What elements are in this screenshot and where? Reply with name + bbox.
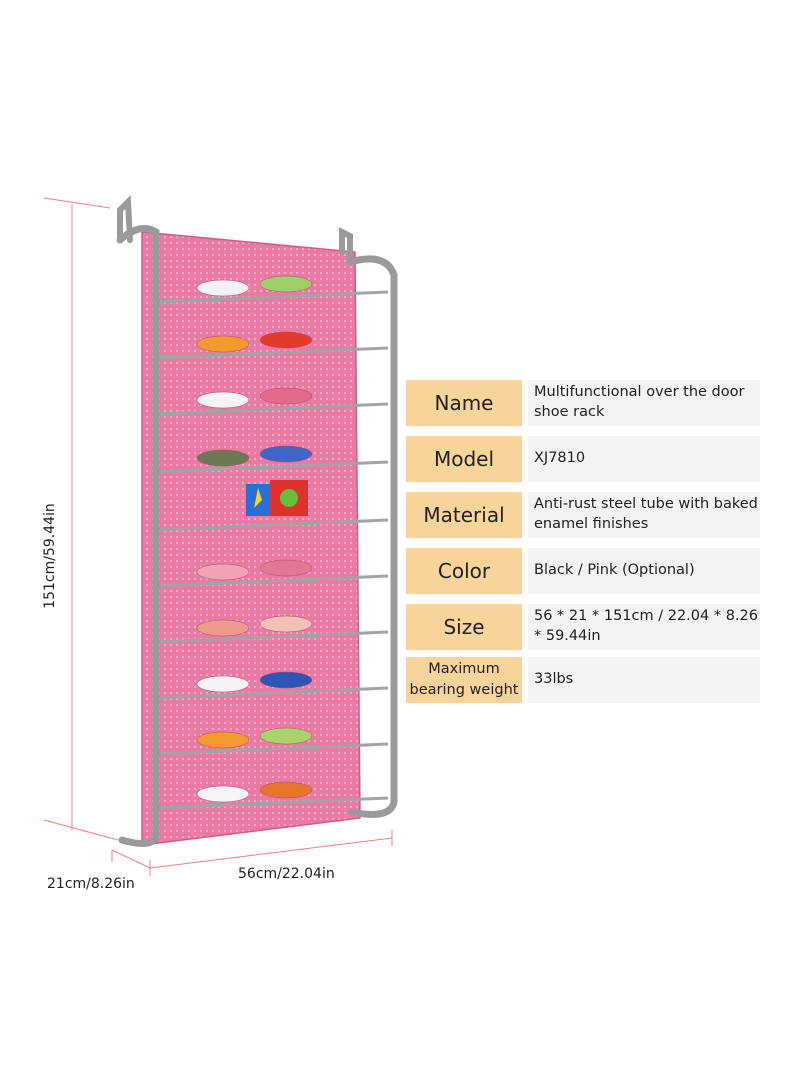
shelf-bar xyxy=(155,686,389,700)
spec-row-model: Model XJ7810 xyxy=(406,436,760,482)
spec-row-color: Color Black / Pink (Optional) xyxy=(406,548,760,594)
spec-row-name: Name Multifunctional over the door shoe … xyxy=(406,380,760,426)
shelf-bar xyxy=(155,346,389,360)
shoe xyxy=(196,563,250,581)
shoe xyxy=(196,619,250,637)
spec-label: Size xyxy=(406,604,522,650)
shelf-bar xyxy=(155,796,389,810)
shoe xyxy=(259,445,313,463)
shoe xyxy=(259,331,313,349)
shoe xyxy=(196,785,250,803)
spec-value: XJ7810 xyxy=(528,436,760,482)
spec-row-max-weight: Maximum bearing weight 33lbs xyxy=(406,657,760,703)
spec-value: 33lbs xyxy=(528,657,760,703)
spec-row-size: Size 56 * 21 * 151cm / 22.04 * 8.26 * 59… xyxy=(406,604,760,650)
shelves xyxy=(155,290,389,810)
frame xyxy=(116,195,398,847)
spec-label: Maximum bearing weight xyxy=(406,657,522,703)
spec-label: Material xyxy=(406,492,522,538)
shelf-bar xyxy=(155,574,389,588)
shelf-bar xyxy=(155,290,389,304)
shelf-bar xyxy=(155,402,389,416)
shoe xyxy=(259,559,313,577)
shoe xyxy=(196,675,250,693)
shoe xyxy=(196,391,250,409)
depth-dimension-label: 21cm/8.26in xyxy=(47,876,135,892)
shoe xyxy=(259,275,313,293)
shoe xyxy=(196,279,250,297)
spec-label: Color xyxy=(406,548,522,594)
toy-cube xyxy=(246,480,308,516)
shoes xyxy=(196,275,313,803)
shelf-bar xyxy=(155,630,389,644)
shoe xyxy=(196,449,250,467)
spec-value: Black / Pink (Optional) xyxy=(528,548,760,594)
shoe xyxy=(259,727,313,745)
shoe xyxy=(259,781,313,799)
spec-label: Model xyxy=(406,436,522,482)
spec-value: Anti-rust steel tube with baked enamel f… xyxy=(528,492,760,538)
shoe xyxy=(259,387,313,405)
spec-value: Multifunctional over the door shoe rack xyxy=(528,380,760,426)
spec-value: 56 * 21 * 151cm / 22.04 * 8.26 * 59.44in xyxy=(528,604,760,650)
spec-row-material: Material Anti-rust steel tube with baked… xyxy=(406,492,760,538)
shelf-bar xyxy=(155,742,389,756)
spec-label: Name xyxy=(406,380,522,426)
height-dimension-label: 151cm/59.44in xyxy=(42,503,58,609)
shoe xyxy=(196,731,250,749)
dimension-lines xyxy=(43,197,393,876)
shoe xyxy=(259,671,313,689)
shelf-bar xyxy=(155,518,389,532)
shoe xyxy=(259,615,313,633)
shoe xyxy=(196,335,250,353)
shelf-bar xyxy=(155,460,389,474)
width-dimension-label: 56cm/22.04in xyxy=(238,866,335,882)
